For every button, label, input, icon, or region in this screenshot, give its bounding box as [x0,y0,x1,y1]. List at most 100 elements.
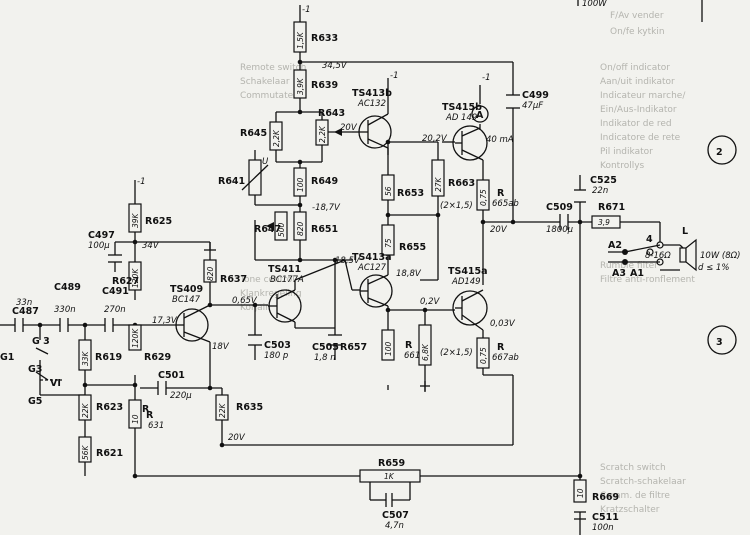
ts409-type: BC147 [172,295,201,305]
c491-value: 270n [104,305,126,315]
current-40ma: 40 mA [486,135,514,145]
supply-neg1-top: -1 [302,5,310,15]
speaker-spec: 10W (8Ω) [700,251,740,261]
bg-text-5: Ein/Aus-Indikator [600,105,677,115]
c507-value: 4,7n [385,521,404,531]
section-marker-2: 2 [707,135,737,165]
v-18: 18V [212,342,230,352]
v-20-ts413b: 20V [340,123,358,133]
c499-value: 47μF [522,101,543,111]
r631-sub: 631 [148,421,164,431]
r665-ref: R [497,188,505,199]
r647-ref: R647 [254,224,281,235]
r657-value: 100 [384,341,393,356]
r643-ref: R643 [318,108,345,119]
r619-value: 33K [81,350,90,366]
ts411-ref: TS411 [268,264,301,275]
resistor-r637: 820 R637 [203,259,247,285]
c499-ref: C499 [522,90,549,101]
speaker-distortion: d ≤ 1% [698,263,729,273]
resistor-r627: 120K R627 [112,261,142,291]
r645-ref: R645 [240,128,267,139]
c505-ref: C505 [312,342,339,353]
capacitor-c509: C509 1800μ [546,202,574,235]
r639-value: 3,9K [296,77,305,95]
capacitor-c507: C507 4,7n [382,493,409,531]
ts413a-type: AC127 [357,263,387,273]
resistor-r657: 100 R657 [340,329,395,361]
r623-value: 22K [81,402,90,418]
c489-ref: C489 [54,282,81,293]
r641-ref: R641 [218,176,245,187]
bg-text-13: Tone control [239,275,295,285]
resistor-r635: 22K R635 [215,394,263,421]
supply-markers: -1 -1 -1 -1 [137,5,490,392]
input-switch: G1 G 3 G3 G5 VI R [0,336,150,415]
bg-text-14: Klankregeling [240,289,302,299]
resistor-r619: 33K R619 [78,339,122,371]
ts415a-type: AD149 [451,277,481,287]
c509-ref: C509 [546,202,573,213]
r651-ref: R651 [311,224,338,235]
r663-ref: R663 [448,178,475,189]
resistor-r663: 27K R663 (2×1,5) [431,159,475,211]
r649-value: 100 [296,177,305,192]
r625-ref: R625 [145,216,172,227]
bg-text-2: On/off indicator [600,63,670,73]
r667-sub: 667ab [492,353,519,363]
ammeter: A [471,105,489,123]
r669-value: 10 [576,488,585,498]
r633-ref: R633 [311,33,338,44]
v-18-8: 18,8V [396,269,422,279]
capacitor-c503: C503 180 p [248,334,291,361]
supply-neg1-ts413b: -1 [390,71,398,81]
ts409-ref: TS409 [170,284,203,295]
r667-value: 0,75 [479,347,488,364]
pair-b-label: (2×1,5) [440,201,473,211]
resistor-r665: 0,75 R 665ab [476,179,519,211]
r665-sub: 665ab [492,199,519,209]
resistor-r631: 10 R 631 [128,399,164,431]
v-0-03: 0,03V [490,319,516,329]
capacitor-c511: C511 100n [574,511,619,533]
bg-text-4: Indicateur marche/ [600,91,686,101]
v-20-bottom: 20V [228,433,246,443]
resistor-r649: 100 R649 [293,167,338,197]
r649-ref: R649 [311,176,338,187]
section-label-3: 3 [716,337,723,348]
g5-label: G5 [28,396,42,407]
resistor-r671: 3,9 R671 [591,202,625,229]
ammeter-label: A [476,110,484,121]
transistor-ts415a: TS415a AD149 [448,266,488,331]
supply-neg1-ts415b: -1 [482,73,490,83]
r633-value: 1,5K [296,31,305,49]
c509-value: 1800μ [546,225,574,235]
bg-text-6: Indikator de red [600,119,672,129]
v-20-output: 20V [490,225,508,235]
resistor-r621: 56K R621 [78,436,123,463]
r641-u-label: U [262,157,269,167]
out-a3-label: A3 [612,268,626,279]
r627-value: 120K [131,268,140,288]
r669-ref: R669 [592,492,619,503]
capacitor-c487: C487 33n [12,298,39,332]
resistor-r667: 0,75 R 667ab [476,337,519,369]
r663-value: 27K [434,176,443,192]
resistor-r661: 6,8K R 661 (2×1,5) [404,324,473,366]
pair-a-label: (2×1,5) [440,348,473,358]
voltage-labels: 34,5V 20V 20,2V -18,7V 34V 18,8V 18,5V 0… [142,61,516,443]
resistor-r655: 75 R655 [381,224,426,256]
c507-ref: C507 [382,510,409,521]
v-34: 34V [142,241,160,251]
c497-ref: C497 [88,230,115,241]
r659-ref: R659 [378,458,405,469]
resistor-r645: 2,2K R645 [240,121,283,151]
r657-ref: R657 [340,342,367,353]
junctions [37,59,583,479]
section-label-2: 2 [716,147,723,158]
r639-ref: R639 [311,80,338,91]
r631-ref: R [146,410,154,421]
v-0-65: 0,65V [232,296,258,306]
resistor-r623: 22K R623 [78,394,123,421]
c501-ref: C501 [158,370,185,381]
